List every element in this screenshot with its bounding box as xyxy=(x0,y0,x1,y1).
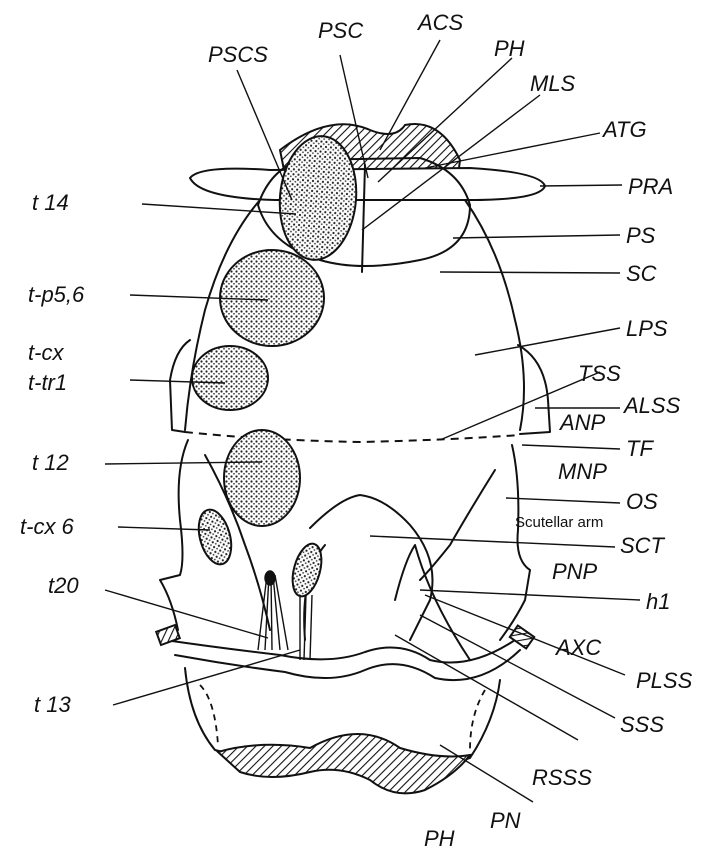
label-t-tr1: t-tr1 xyxy=(28,370,67,395)
label-lps: LPS xyxy=(626,316,668,341)
axillary-cord-inner xyxy=(175,650,520,680)
label-t-p5-6: t-p5,6 xyxy=(28,282,85,307)
label-scutellar-arm: Scutellar arm xyxy=(515,514,603,531)
axillary-cord xyxy=(165,640,515,663)
label-t14: t 14 xyxy=(32,190,69,215)
label-pn: PN xyxy=(490,808,521,833)
postnotal-dash-right xyxy=(470,690,485,750)
postnotal-dash-left xyxy=(200,685,218,745)
label-pnp: PNP xyxy=(552,559,598,584)
label-acs: ACS xyxy=(416,10,464,35)
muscle-t-p5-6 xyxy=(220,250,324,346)
label-anp: ANP xyxy=(558,410,606,435)
label-alss: ALSS xyxy=(622,393,681,418)
label-t12: t 12 xyxy=(32,450,69,475)
label-psc: PSC xyxy=(318,18,363,43)
scutellum xyxy=(304,495,432,640)
label-t-cx6: t-cx 6 xyxy=(20,514,75,539)
label-sc: SC xyxy=(626,261,657,286)
label-t13: t 13 xyxy=(34,692,71,717)
label-ps: PS xyxy=(626,223,656,248)
label-mls: MLS xyxy=(530,71,576,96)
posterior-phragma xyxy=(218,734,470,793)
label-ph-bottom: PH xyxy=(424,826,455,851)
label-tf: TF xyxy=(626,436,654,461)
label-sss: SSS xyxy=(620,712,664,737)
label-pscs: PSCS xyxy=(208,42,268,67)
transverse-suture-line xyxy=(185,432,520,442)
label-tss: TSS xyxy=(578,361,621,386)
label-rsss: RSSS xyxy=(532,765,592,790)
label-atg: ATG xyxy=(601,117,647,142)
label-t20: t20 xyxy=(48,573,79,598)
label-axc: AXC xyxy=(554,635,601,660)
muscle-t-tr1 xyxy=(192,346,268,410)
muscle-t-cx6 xyxy=(193,506,236,568)
label-ph-top: PH xyxy=(494,36,525,61)
muscle-t12 xyxy=(224,430,300,526)
scutoscutellar-suture xyxy=(395,545,470,660)
label-plss: PLSS xyxy=(636,668,693,693)
label-h1: h1 xyxy=(646,589,670,614)
label-t-cx: t-cx xyxy=(28,340,64,365)
label-pra: PRA xyxy=(628,174,673,199)
label-sct: SCT xyxy=(620,533,666,558)
label-os: OS xyxy=(626,489,658,514)
label-mnp: MNP xyxy=(558,459,607,484)
